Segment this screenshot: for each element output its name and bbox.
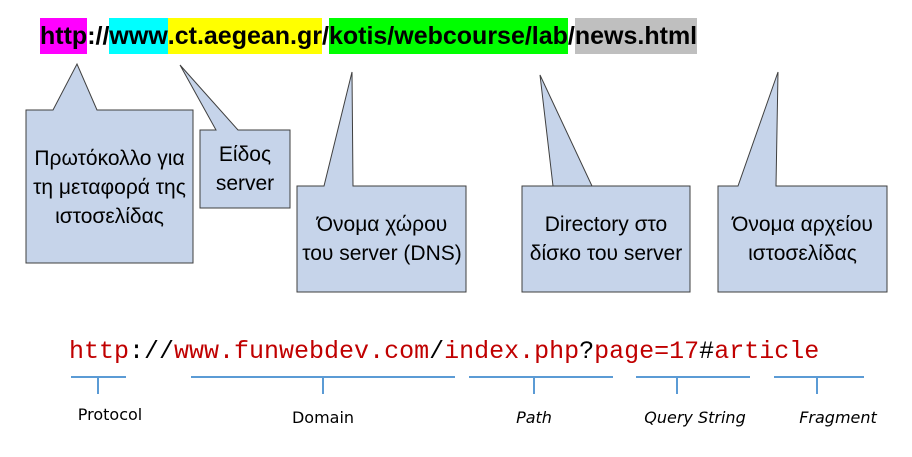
callout-shapes — [25, 62, 888, 293]
url-filename-segment: news.html — [574, 18, 698, 54]
protocol-callout-text: Πρωτόκολλο για τη μεταφορά της ιστοσελίδ… — [33, 146, 186, 228]
dns-callout-shape — [296, 71, 467, 293]
example-url: http://www.funwebdev.com/index.php?page=… — [69, 334, 819, 370]
url-subdomain-segment: www — [109, 18, 168, 54]
protocol-callout-shape — [25, 62, 194, 264]
path-label: Path — [516, 408, 552, 427]
fragment-label: Fragment — [799, 408, 877, 427]
filename-callout-text: Όνομα αρχείου ιστοσελίδας — [732, 213, 873, 265]
url-path: index.php — [444, 337, 580, 366]
protocol-bracket — [71, 376, 126, 394]
url-scheme-separator: :// — [129, 337, 175, 366]
path-bracket — [469, 376, 613, 394]
url-fragment: article — [714, 337, 820, 366]
url-directory-segment: kotis/webcourse/lab — [328, 18, 568, 54]
dns-callout-text: Όνομα χώρου του server (DNS) — [302, 213, 462, 265]
domain-label: Domain — [291, 408, 355, 427]
filename-callout-shape — [717, 71, 888, 293]
directory-callout-shape — [521, 74, 691, 293]
server-type-callout-shape — [179, 64, 291, 209]
query-string-label: Query String — [644, 408, 746, 427]
protocol-label: Protocol — [77, 405, 143, 424]
url-fragment-marker: # — [699, 337, 715, 366]
url-slash-segment: / — [322, 22, 329, 50]
url-separator-segment: :// — [87, 22, 110, 50]
url-path-separator: / — [429, 337, 445, 366]
url-domain-segment: .ct.aegean.gr — [167, 18, 322, 54]
url-query-marker: ? — [579, 337, 595, 366]
url-scheme-segment: http — [40, 18, 88, 54]
url-scheme: http — [69, 337, 130, 366]
domain-bracket — [191, 376, 455, 394]
url-slash-segment: / — [567, 22, 575, 50]
annotated-url: http://www.ct.aegean.gr/kotis/webcourse/… — [40, 18, 698, 54]
url-query: page=17 — [594, 337, 700, 366]
server-type-callout-text: Είδος server — [215, 143, 275, 195]
fragment-bracket — [774, 376, 864, 394]
url-domain: www.funwebdev.com — [174, 337, 430, 366]
directory-callout-text: Directory στο δίσκο του server — [529, 213, 683, 265]
query-bracket — [636, 376, 750, 394]
